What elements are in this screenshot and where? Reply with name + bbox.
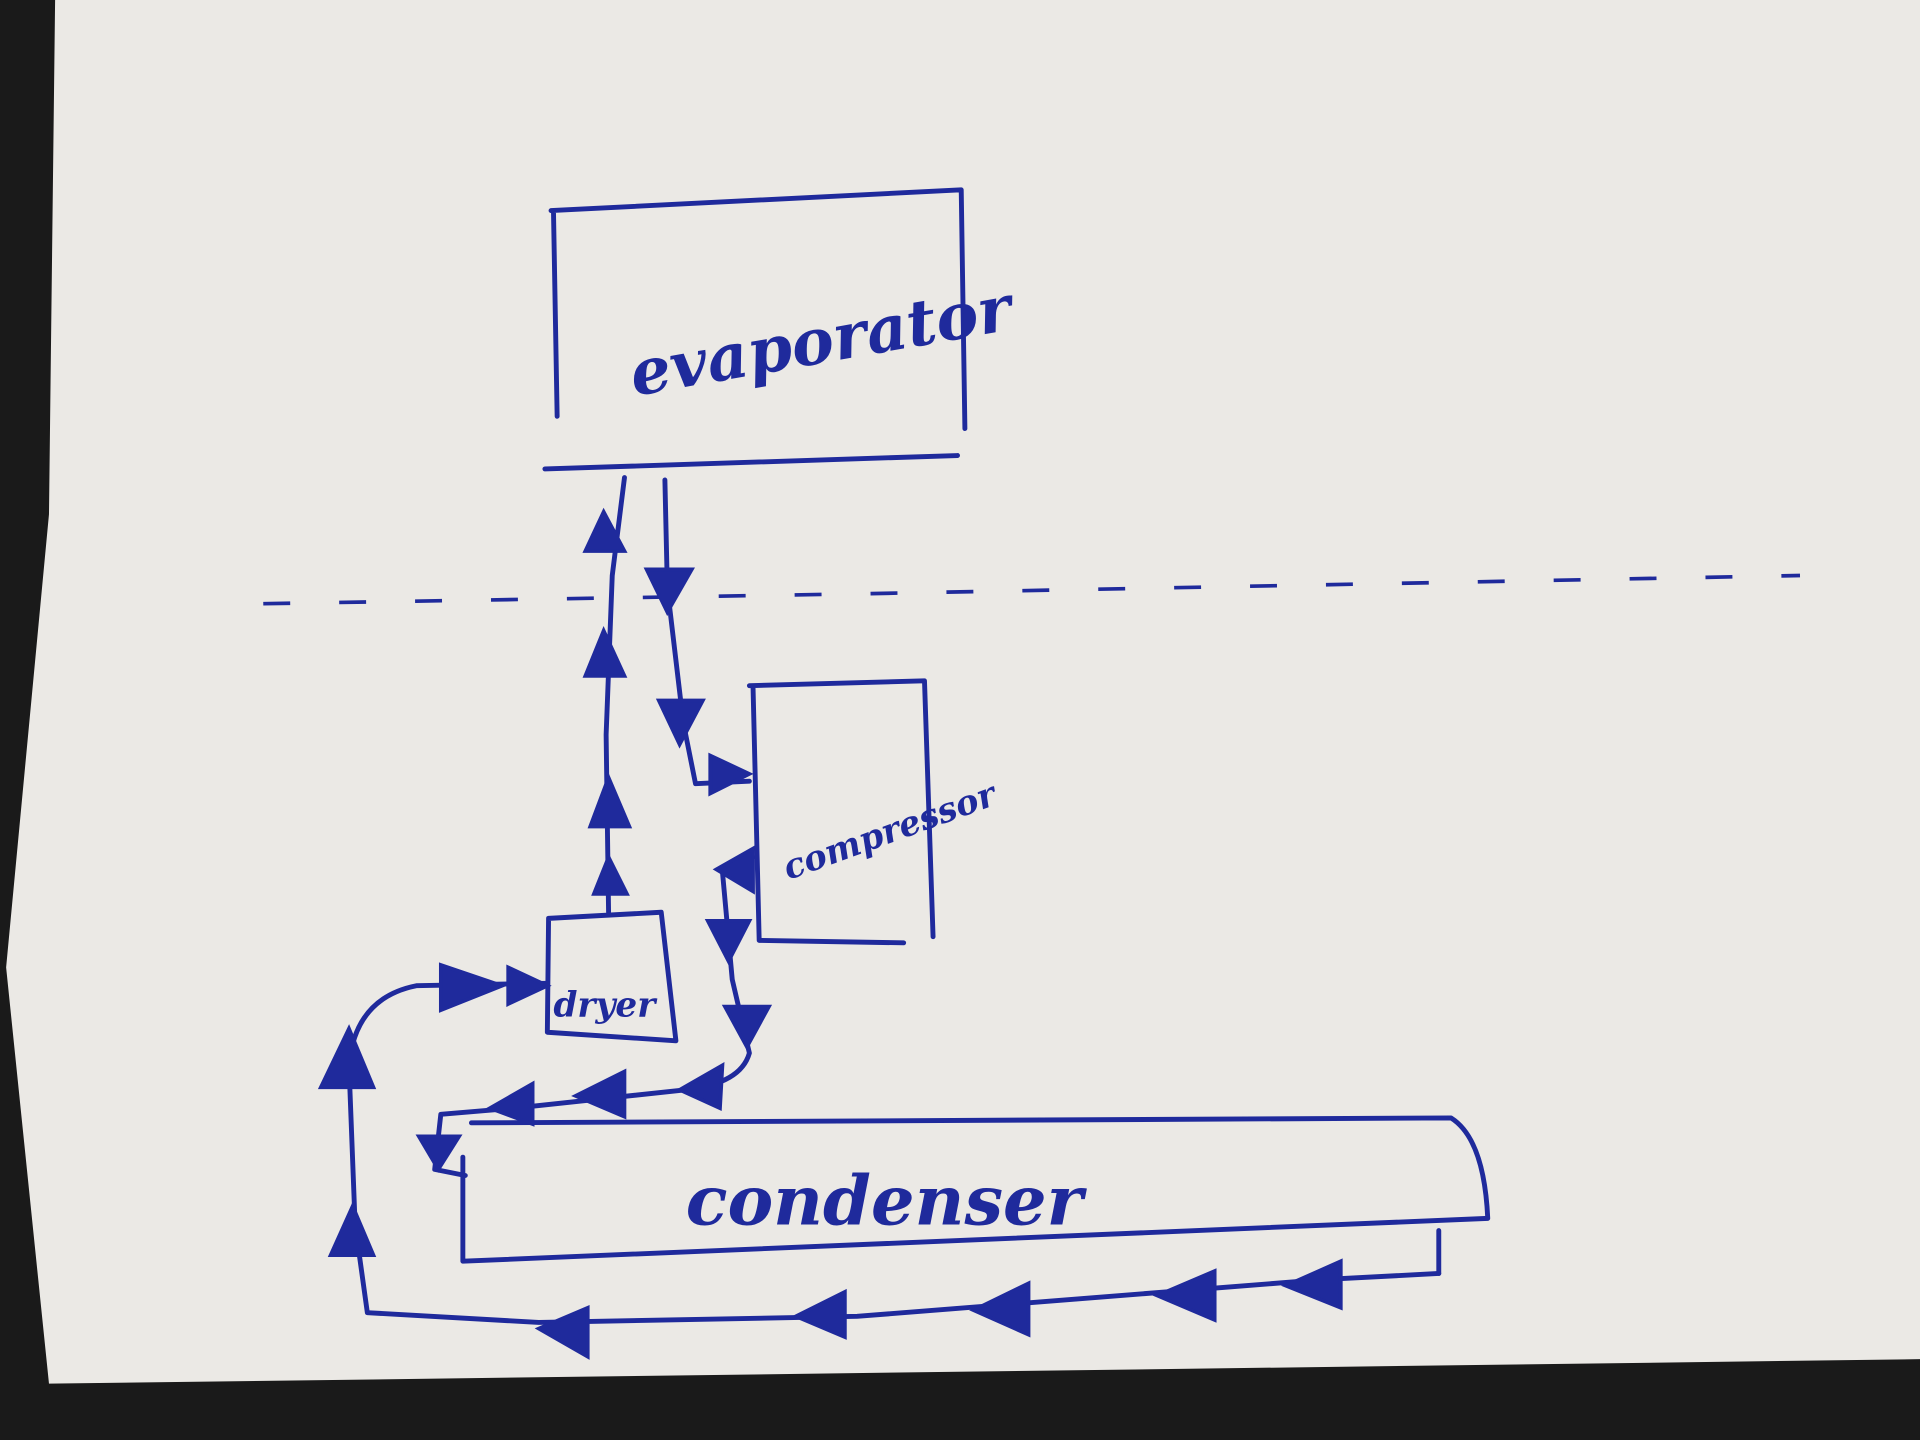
arrow-down-icon	[704, 918, 753, 966]
arrow-up-icon	[582, 507, 628, 553]
arrow-up-icon	[582, 625, 628, 678]
arrow-left-icon	[675, 1062, 725, 1111]
arrow-right-icon	[708, 752, 754, 797]
condenser-label: condenser	[686, 1161, 1088, 1241]
dryer-label: dryer	[553, 985, 658, 1025]
arrow-left-icon	[1280, 1258, 1343, 1311]
arrow-left-icon	[1152, 1268, 1217, 1323]
dashed-boundary-line	[263, 573, 1801, 606]
arrow-down-icon	[643, 567, 696, 617]
arrow-left-icon	[712, 845, 755, 895]
arrow-up-icon	[317, 1024, 377, 1090]
dryer-box: dryer	[544, 909, 679, 1044]
arrow-down-icon	[721, 1004, 773, 1051]
flow-arrows	[317, 507, 1343, 1360]
arrow-right-icon	[506, 964, 552, 1007]
arrow-left-icon	[485, 1080, 535, 1127]
arrow-left-icon	[534, 1304, 590, 1360]
return-line-condenser-to-dryer	[346, 980, 1442, 1325]
arrow-down-icon	[415, 1134, 463, 1173]
arrow-left-icon	[571, 1068, 627, 1120]
condenser-box: condenser	[460, 1115, 1491, 1276]
arrow-up-icon	[587, 772, 633, 829]
discharge-line-compressor-to-condenser	[432, 854, 756, 1178]
arrow-left-icon	[791, 1288, 847, 1340]
arrow-left-icon	[969, 1280, 1031, 1338]
arrow-right-icon	[438, 962, 508, 1013]
arrow-up-icon	[591, 852, 630, 896]
arrow-down-icon	[655, 698, 706, 749]
paper-sheet	[6, 0, 1920, 1384]
arrow-up-icon	[327, 1201, 377, 1257]
